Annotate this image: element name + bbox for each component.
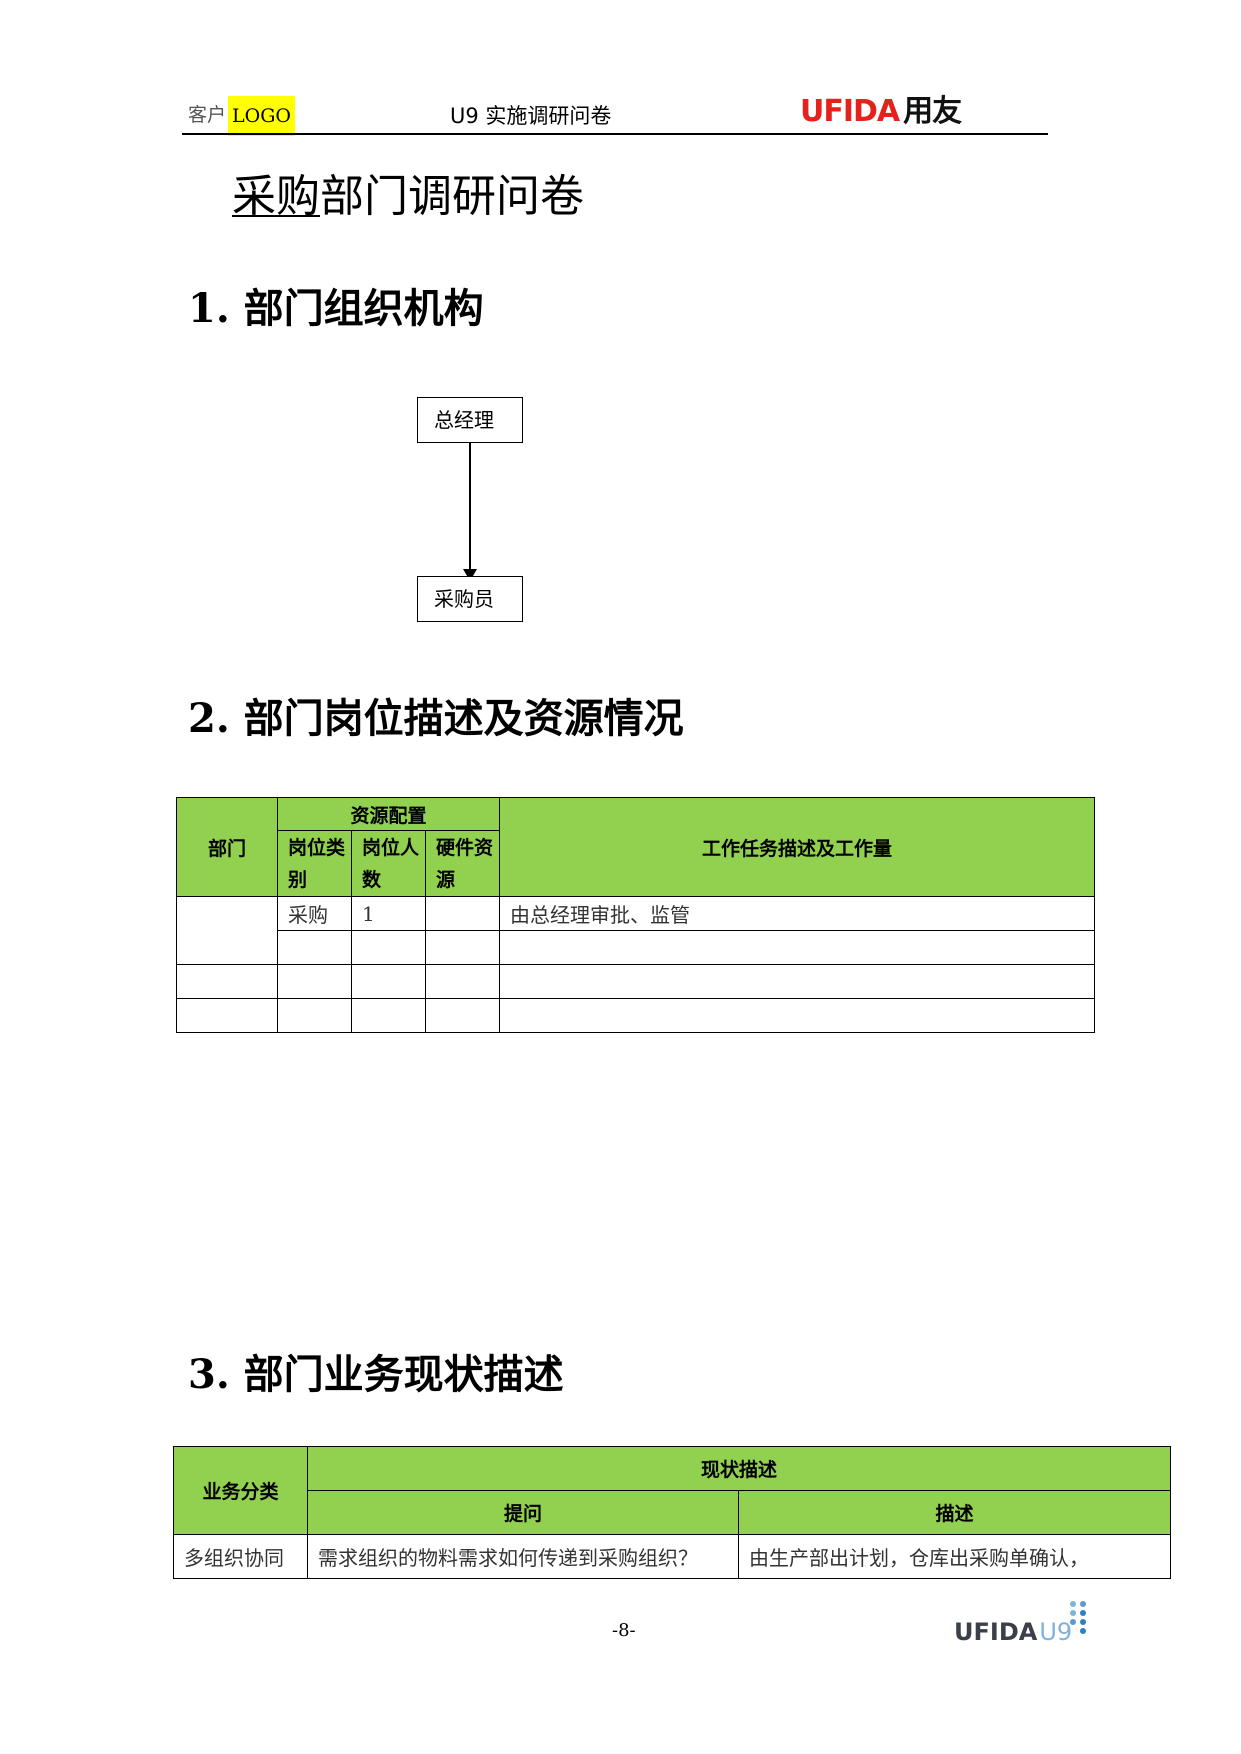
title-rest: 部门调研问卷: [320, 171, 584, 222]
footer-brand-product: U9: [1039, 1618, 1073, 1646]
org-node-general-manager: 总经理: [417, 397, 523, 443]
header-status-group: 现状描述: [306, 1446, 1172, 1491]
cell-task[interactable]: [499, 930, 1095, 965]
header-description: 描述: [737, 1490, 1172, 1535]
cell-post-count[interactable]: [351, 998, 426, 1033]
table-row: [176, 964, 1095, 999]
cell-post-count[interactable]: [351, 930, 426, 965]
cell-hardware[interactable]: [425, 930, 500, 965]
client-label: 客户: [188, 104, 227, 126]
cell-dept[interactable]: [176, 964, 278, 999]
header-question: 提问: [307, 1490, 739, 1535]
cell-dept[interactable]: [176, 998, 278, 1033]
cell-post-type[interactable]: [277, 998, 352, 1033]
cell-post-type[interactable]: [277, 964, 352, 999]
table-row: 采购 1 由总经理审批、监管: [176, 896, 1095, 965]
page-number: -8-: [612, 1620, 636, 1641]
cell-post-type[interactable]: [277, 930, 352, 965]
business-status-table: 业务分类 现状描述 提问 描述 多组织协同 需求组织的物料需求如何传递到采购组织…: [173, 1446, 1172, 1579]
cell-task[interactable]: 由总经理审批、监管: [499, 896, 1095, 931]
cell-task[interactable]: [499, 964, 1095, 999]
cell-post-type[interactable]: 采购: [277, 896, 352, 931]
cell-category[interactable]: 多组织协同: [173, 1534, 308, 1579]
cell-description[interactable]: 由生产部出计划，仓库出采购单确认，: [737, 1534, 1172, 1579]
title-underlined: 采购: [232, 171, 320, 222]
org-connector: [469, 443, 471, 570]
cell-hardware[interactable]: [425, 964, 500, 999]
org-node-purchaser: 采购员: [417, 576, 523, 622]
header-task: 工作任务描述及工作量: [499, 797, 1095, 897]
logo-placeholder: LOGO: [228, 96, 295, 136]
staff-resource-table: 部门 资源配置 工作任务描述及工作量 岗位类别 岗位人数 硬件资源 采购 1 由…: [176, 797, 1095, 1033]
brand-latin: UFIDA: [800, 94, 900, 129]
header-doc-title: U9 实施调研问卷: [450, 104, 612, 128]
table-subheader-row: 提问 描述: [174, 1490, 1172, 1535]
header-category: 业务分类: [173, 1446, 308, 1535]
cell-dept[interactable]: [176, 896, 278, 965]
section-2-heading: 2. 部门岗位描述及资源情况: [188, 695, 684, 742]
header-resource-group: 资源配置: [277, 797, 500, 831]
section-3-heading: 3. 部门业务现状描述: [188, 1351, 564, 1398]
brand-cn: 用友: [903, 94, 962, 129]
footer-brand-latin: UFIDA: [954, 1618, 1038, 1646]
ufida-u9-footer-logo: UFIDAU9: [954, 1618, 1072, 1646]
header-rule: [182, 133, 1048, 135]
cell-task[interactable]: [499, 998, 1095, 1033]
section-1-heading: 1. 部门组织机构: [188, 285, 484, 332]
table-header-row: 业务分类 现状描述: [173, 1446, 1172, 1535]
cell-question[interactable]: 需求组织的物料需求如何传递到采购组织？: [307, 1534, 739, 1579]
cell-hardware[interactable]: [425, 998, 500, 1033]
header-hardware: 硬件资源: [425, 830, 500, 897]
table-row: [177, 930, 1095, 965]
table-row: [176, 998, 1095, 1033]
u9-dots-icon: [1070, 1601, 1086, 1634]
cell-hardware[interactable]: [425, 896, 500, 931]
cell-post-count[interactable]: 1: [351, 896, 426, 931]
header-post-count: 岗位人数: [351, 830, 426, 897]
header-post-type: 岗位类别: [277, 830, 352, 897]
table-row: 多组织协同 需求组织的物料需求如何传递到采购组织？ 由生产部出计划，仓库出采购单…: [173, 1534, 1172, 1579]
table-subheader-row: 岗位类别 岗位人数 硬件资源: [177, 830, 1095, 897]
cell-post-count[interactable]: [351, 964, 426, 999]
table-header-row: 部门 资源配置 工作任务描述及工作量: [176, 797, 1095, 897]
page-title: 采购部门调研问卷: [232, 160, 584, 224]
header-dept: 部门: [176, 797, 278, 897]
